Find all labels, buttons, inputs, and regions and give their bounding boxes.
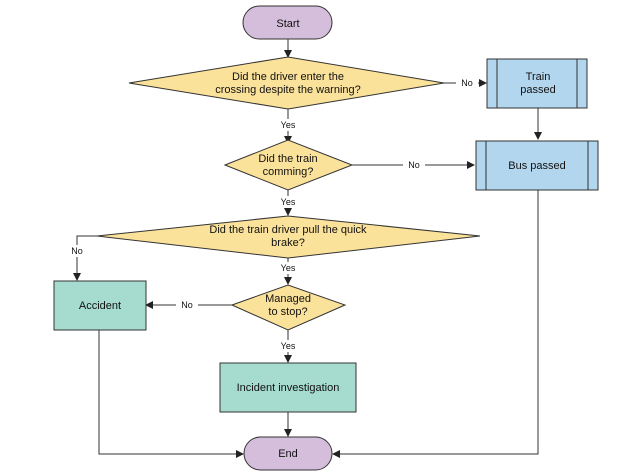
start-node: Start [242,5,333,40]
end-node: End [243,436,333,471]
end-label: End [278,448,298,460]
decision-managed-stop: Managed to stop? [230,284,347,331]
decision-train-line2: comming? [263,166,314,178]
decision-quick-brake: Did the train driver pull the quick brak… [96,215,481,259]
label-enter-no: No [461,78,473,88]
decision-enter-crossing: Did the driver enter the crossing despit… [128,56,445,110]
bus-passed-label: Bus passed [508,160,565,172]
label-stop-yes: Yes [281,341,296,351]
train-passed-line2: passed [520,84,555,96]
edge-accident-to-end [98,330,244,458]
start-label: Start [276,18,299,30]
decision-stop-line1: Managed [265,293,311,305]
decision-enter-line1: Did the driver enter the [232,71,344,83]
bus-passed-node: Bus passed [475,140,599,191]
decision-brake-line1: Did the train driver pull the quick [209,224,367,236]
label-train-yes: Yes [281,197,296,207]
label-stop-no: No [181,300,193,310]
edge-labels: No Yes No Yes No Yes No Yes [66,77,478,352]
decision-stop-line2: to stop? [268,306,307,318]
accident-node: Accident [53,280,147,331]
incident-investigation-node: Incident investigation [219,362,357,413]
label-enter-yes: Yes [281,120,296,130]
label-train-no: No [408,160,420,170]
train-passed-line1: Train [526,71,551,83]
incident-label: Incident investigation [237,382,340,394]
decision-brake-line2: brake? [271,237,305,249]
decision-train-coming: Did the train comming? [223,139,354,191]
label-brake-no: No [71,246,83,256]
label-brake-yes: Yes [281,263,296,273]
decision-train-line1: Did the train [258,153,317,165]
edge-bus-to-end [332,190,539,458]
edge-brake-no [73,235,97,281]
accident-label: Accident [79,300,121,312]
train-passed-node: Train passed [486,58,588,109]
decision-enter-line2: crossing despite the warning? [215,84,361,96]
